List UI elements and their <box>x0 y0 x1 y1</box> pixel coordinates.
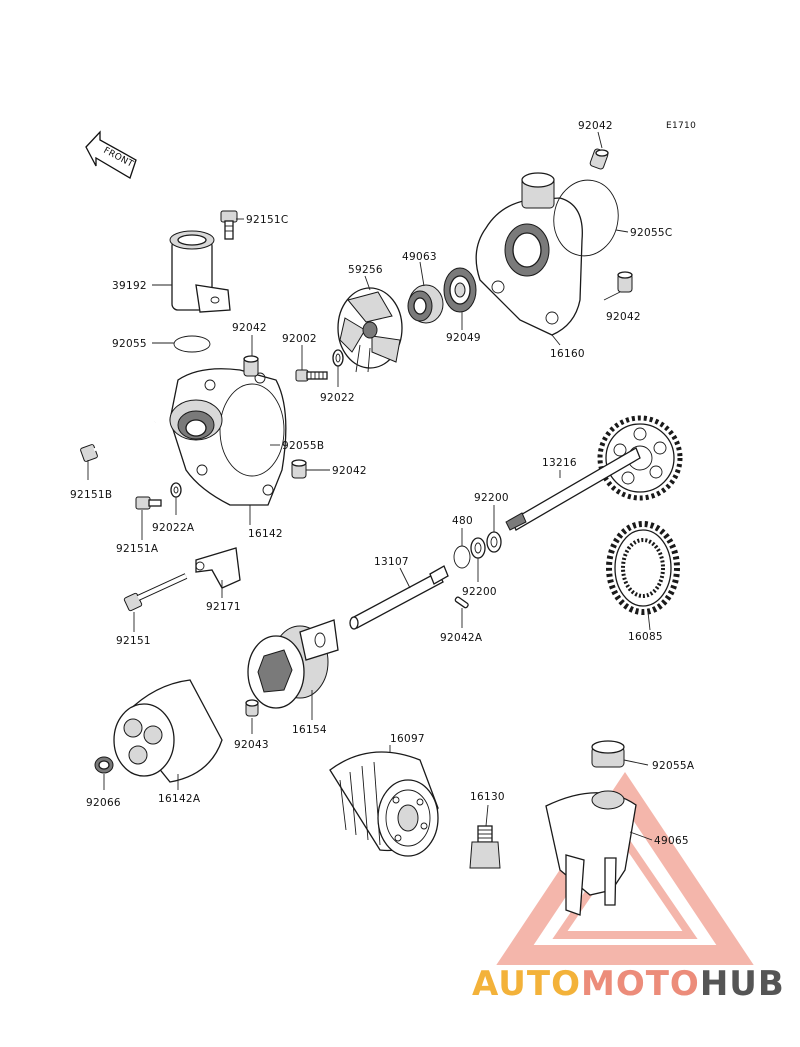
label-16097: 16097 <box>390 733 425 745</box>
label-480: 480 <box>452 515 473 527</box>
label-16130: 16130 <box>470 791 505 803</box>
label-92042-mid: 92042 <box>332 465 367 477</box>
label-39192: 39192 <box>112 280 147 292</box>
bearing-92049 <box>443 267 477 313</box>
bolt-92151C <box>220 210 238 240</box>
label-16085: 16085 <box>628 631 663 643</box>
oil-filter-16097 <box>329 751 439 857</box>
strainer-49065 <box>545 790 637 916</box>
svg-text:AUTOMOTOHUB: AUTOMOTOHUB <box>472 964 785 1004</box>
label-92042-top: 92042 <box>578 120 613 132</box>
label-59256: 59256 <box>348 264 383 276</box>
bolt-92151A <box>135 496 162 510</box>
part-labels: 92042 92151C 92055C 39192 59256 49063 92… <box>70 120 695 847</box>
label-92151A: 92151A <box>116 543 159 555</box>
fitting-16130 <box>469 825 501 869</box>
label-92002: 92002 <box>282 333 317 345</box>
pump-cover-16160 <box>475 172 619 336</box>
circlip-480 <box>453 545 471 569</box>
label-92055C: 92055C <box>630 227 673 239</box>
watermark-moto: MOTO <box>581 964 700 1004</box>
label-92042-right: 92042 <box>606 311 641 323</box>
label-92055: 92055 <box>112 338 147 350</box>
fitting-39192 <box>169 230 231 313</box>
leader-lines <box>87 131 653 841</box>
pin-92042A <box>454 596 469 609</box>
label-92055B: 92055B <box>282 440 324 452</box>
oring-92055 <box>173 335 211 353</box>
cap-92055A <box>591 740 625 768</box>
label-92042-left: 92042 <box>232 322 267 334</box>
gear-16085 <box>606 521 680 615</box>
housing-16142A <box>113 679 223 783</box>
watermark-text: AUTOMOTOHUB <box>472 964 785 1004</box>
dowel-92042-top <box>589 148 609 170</box>
label-13107: 13107 <box>374 556 409 568</box>
label-16142A: 16142A <box>158 793 201 805</box>
dowel-92042-right <box>617 271 633 293</box>
bracket-92171 <box>195 547 241 589</box>
label-92151B: 92151B <box>70 489 112 501</box>
label-92043: 92043 <box>234 739 269 751</box>
impeller-59256 <box>337 287 403 373</box>
label-92049: 92049 <box>446 332 481 344</box>
bolt-92151 <box>123 573 188 612</box>
label-92022A: 92022A <box>152 522 195 534</box>
watermark-auto: AUTO <box>472 964 581 1004</box>
label-92171: 92171 <box>206 601 241 613</box>
washer-92022A <box>170 482 182 498</box>
label-92200-a: 92200 <box>474 492 509 504</box>
washer-92022 <box>332 349 344 367</box>
rotor-16154 <box>247 619 339 709</box>
shaft-13107 <box>349 565 449 630</box>
label-92151: 92151 <box>116 635 151 647</box>
label-92151C: 92151C <box>246 214 289 226</box>
bolt-92002 <box>295 369 328 382</box>
label-49063: 49063 <box>402 251 437 263</box>
seal-49063 <box>407 284 444 324</box>
seal-92066 <box>94 756 114 774</box>
bolt-92151B <box>80 420 156 462</box>
watermark-hub: HUB <box>700 964 785 1004</box>
gear-13216 <box>505 415 683 531</box>
dowel-92042-left <box>243 355 259 377</box>
label-49065: 49065 <box>654 835 689 847</box>
label-16142: 16142 <box>248 528 283 540</box>
label-92055A: 92055A <box>652 760 695 772</box>
dowel-92042-mid <box>291 459 307 479</box>
washer-92200-b <box>470 537 486 559</box>
front-arrow-icon: FRONT <box>85 130 137 179</box>
label-92200-b: 92200 <box>462 586 497 598</box>
pin-92043 <box>245 699 259 717</box>
label-16160: 16160 <box>550 348 585 360</box>
label-92066: 92066 <box>86 797 121 809</box>
pump-body-16142 <box>169 368 287 506</box>
washer-92200-a <box>486 531 502 553</box>
label-16154: 16154 <box>292 724 327 736</box>
label-13216: 13216 <box>542 457 577 469</box>
diagram-id: E1710 <box>666 121 696 131</box>
label-92022: 92022 <box>320 392 355 404</box>
label-92042A: 92042A <box>440 632 483 644</box>
